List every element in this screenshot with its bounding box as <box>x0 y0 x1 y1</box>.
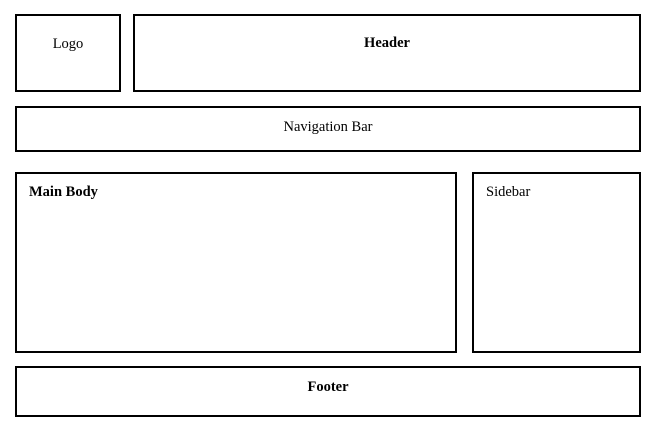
navigation-bar-label: Navigation Bar <box>283 119 373 135</box>
header-region[interactable]: Header <box>133 14 641 92</box>
main-body-label: Main Body <box>29 184 98 200</box>
sidebar-region[interactable]: Sidebar <box>472 172 641 353</box>
sidebar-label: Sidebar <box>486 184 531 200</box>
logo-label: Logo <box>52 36 84 52</box>
logo-region[interactable]: Logo <box>15 14 121 92</box>
main-body-region[interactable]: Main Body <box>15 172 457 353</box>
footer-region[interactable]: Footer <box>15 366 641 417</box>
header-label: Header <box>364 35 410 51</box>
navigation-bar-region[interactable]: Navigation Bar <box>15 106 641 152</box>
footer-label: Footer <box>307 379 349 395</box>
